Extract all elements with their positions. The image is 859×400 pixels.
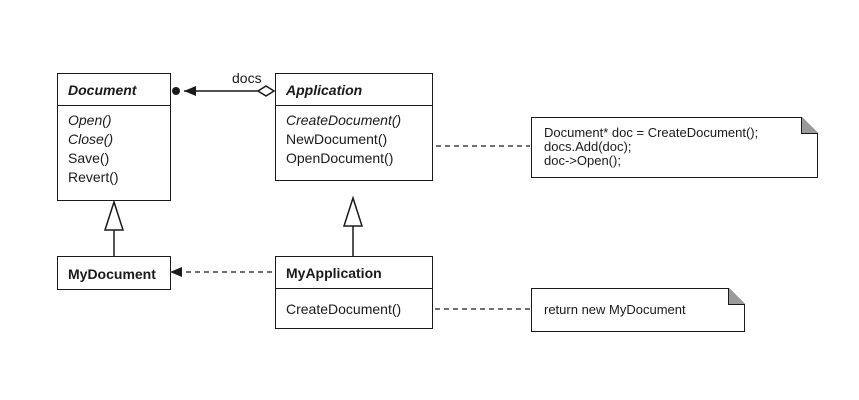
multiplicity-dot	[172, 87, 180, 95]
dependency-creates-connector	[170, 267, 272, 277]
operation-save: Save()	[68, 150, 110, 166]
operation-newdocument: NewDocument()	[286, 131, 388, 147]
note-code-line: Document* doc = CreateDocument();	[544, 125, 759, 140]
operation-open: Open()	[68, 112, 112, 128]
note-newdocument-code: Document* doc = CreateDocument(); docs.A…	[531, 117, 818, 178]
class-myapplication-name: MyApplication	[276, 257, 432, 289]
note-code-line: doc->Open();	[544, 153, 621, 168]
class-document-name: Document	[58, 74, 170, 106]
class-application-operations: CreateDocument() NewDocument() OpenDocum…	[276, 106, 432, 168]
class-myapplication-operations: CreateDocument()	[276, 289, 432, 319]
class-mydocument: MyDocument	[57, 256, 171, 290]
class-mydocument-name: MyDocument	[68, 266, 156, 282]
operation-opendocument: OpenDocument()	[286, 150, 394, 166]
note-fold-corner	[801, 117, 818, 134]
class-application-name: Application	[276, 74, 432, 106]
operation-createdocument-override: CreateDocument()	[286, 301, 402, 317]
note-createdocument-code: return new MyDocument	[531, 288, 745, 332]
class-document-operations: Open() Close() Save() Revert()	[58, 106, 170, 187]
class-document: Document Open() Close() Save() Revert()	[57, 73, 171, 201]
operation-close: Close()	[68, 131, 114, 147]
note-fold-corner	[728, 288, 745, 305]
arrow-head	[184, 86, 196, 96]
operation-revert: Revert()	[68, 169, 119, 185]
association-label-docs: docs	[232, 70, 262, 86]
note-link-createdocument	[417, 304, 530, 314]
class-myapplication: MyApplication CreateDocument()	[275, 256, 433, 329]
aggregation-docs-connector	[172, 85, 276, 97]
note-code-line: return new MyDocument	[544, 302, 686, 317]
inheritance-myapplication-connector	[342, 195, 364, 256]
inheritance-mydocument-connector	[103, 199, 125, 256]
aggregation-diamond	[256, 85, 276, 97]
note-code-line: docs.Add(doc);	[544, 139, 632, 154]
class-application: Application CreateDocument() NewDocument…	[275, 73, 433, 181]
operation-createdocument: CreateDocument()	[286, 112, 402, 128]
